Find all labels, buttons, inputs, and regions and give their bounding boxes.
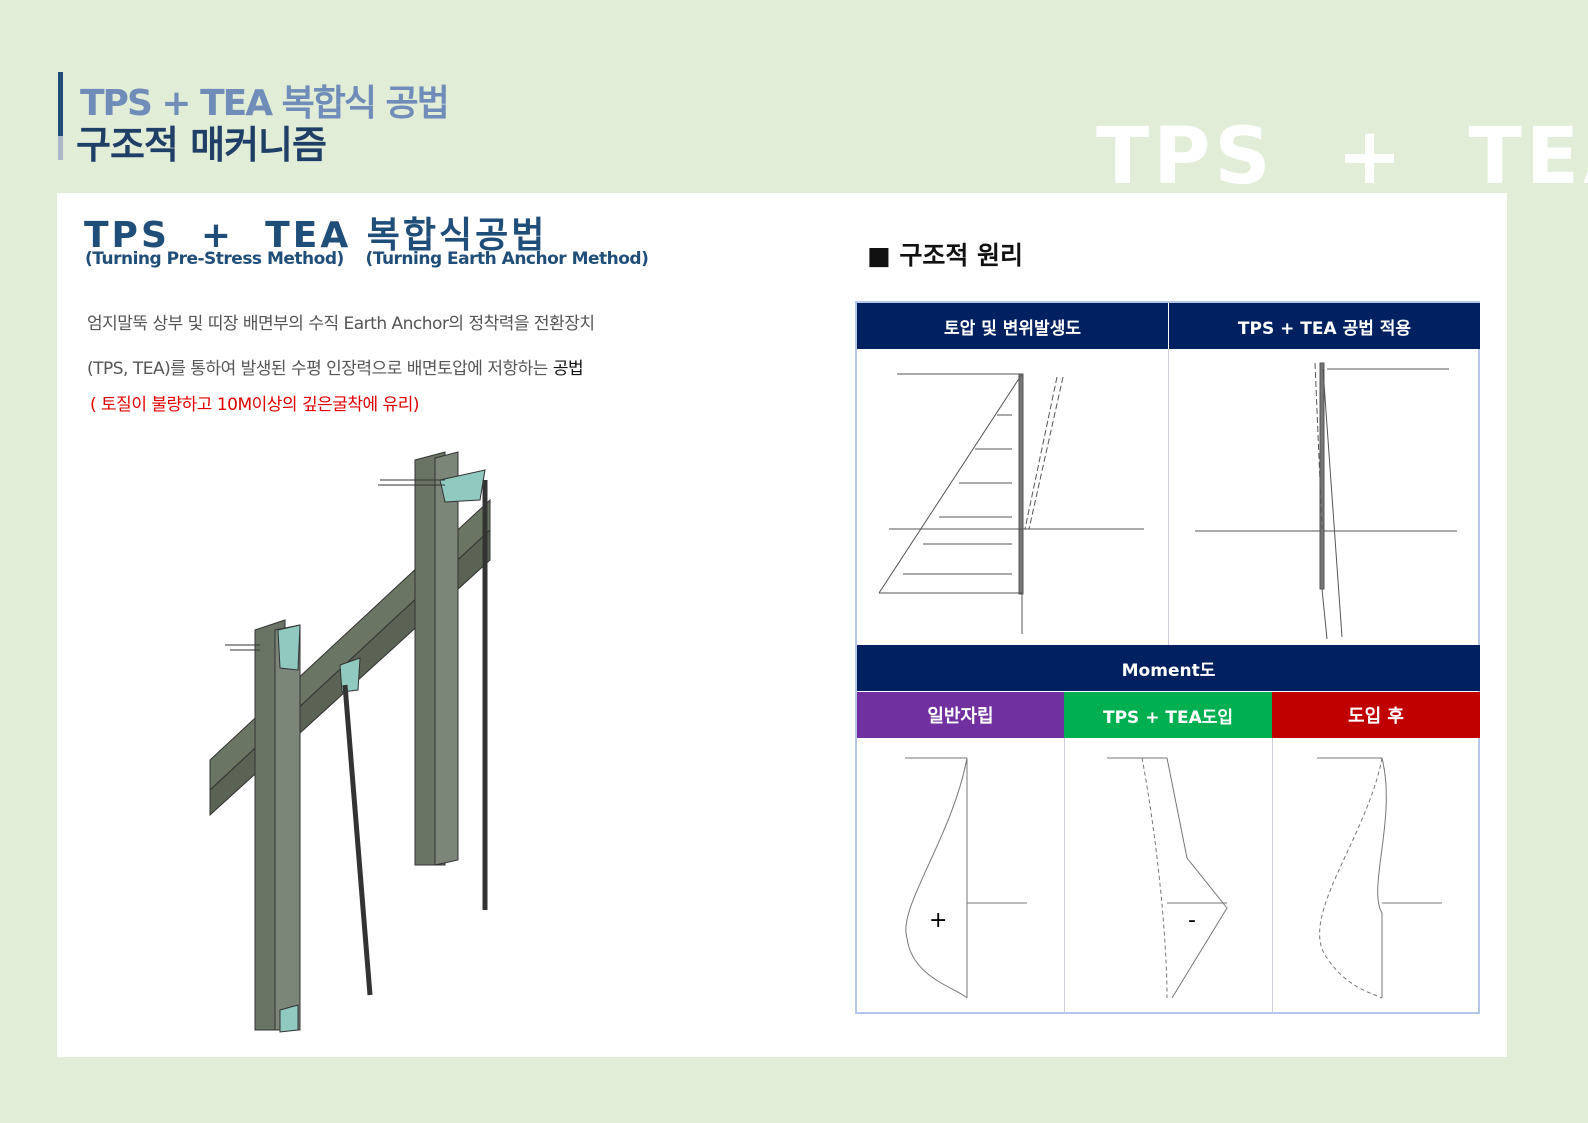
header-tps-tea-introduced: TPS + TEA도입 xyxy=(1064,692,1272,738)
page-subtitle: 구조적 매커니즘 xyxy=(76,123,327,167)
description-emphasis: 공법 xyxy=(552,359,584,379)
title-accent-bar xyxy=(58,72,63,136)
description-line-1: 엄지말뚝 상부 및 띠장 배면부의 수직 Earth Anchor의 정착력을 … xyxy=(87,314,595,334)
moment-diagrams xyxy=(905,757,1442,999)
page-title: TPS + TEA 복합식 공법 xyxy=(80,83,450,124)
method-subheading: (Turning Pre-Stress Method) (Turning Ear… xyxy=(85,249,649,269)
watermark: TPS + TEA xyxy=(1096,112,1588,202)
description-text: (TPS, TEA)를 통하여 발생된 수평 인장력으로 배면토압에 저항하는 xyxy=(87,359,553,379)
structure-3d-illustration xyxy=(209,451,491,1033)
column-divider xyxy=(1064,738,1065,1014)
displacement-diagrams xyxy=(878,362,1457,640)
header-general: 일반자립 xyxy=(857,692,1064,738)
header-moment: Moment도 xyxy=(857,645,1480,691)
header-after-introduction: 도입 후 xyxy=(1272,692,1480,738)
negative-moment-label: - xyxy=(1188,908,1196,933)
positive-moment-label: + xyxy=(929,908,948,933)
header-earth-pressure: 토압 및 변위발생도 xyxy=(857,303,1168,349)
method-heading: TPS + TEA 복합식공법 xyxy=(84,215,548,256)
description-line-2: (TPS, TEA)를 통하여 발생된 수평 인장력으로 배면토압에 저항하는 … xyxy=(87,354,584,379)
title-accent-bar-light xyxy=(58,136,63,160)
advantage-note: ( 토질이 불량하고 10M이상의 깊은굴착에 유리) xyxy=(90,395,419,415)
column-divider xyxy=(1272,738,1273,1014)
header-tps-tea-applied: TPS + TEA 공법 적용 xyxy=(1169,303,1480,349)
principle-table: 토압 및 변위발생도 TPS + TEA 공법 적용 Moment도 일반자립 … xyxy=(855,301,1480,1014)
section-title: ■ 구조적 원리 xyxy=(867,241,1024,270)
column-divider xyxy=(1168,349,1169,645)
